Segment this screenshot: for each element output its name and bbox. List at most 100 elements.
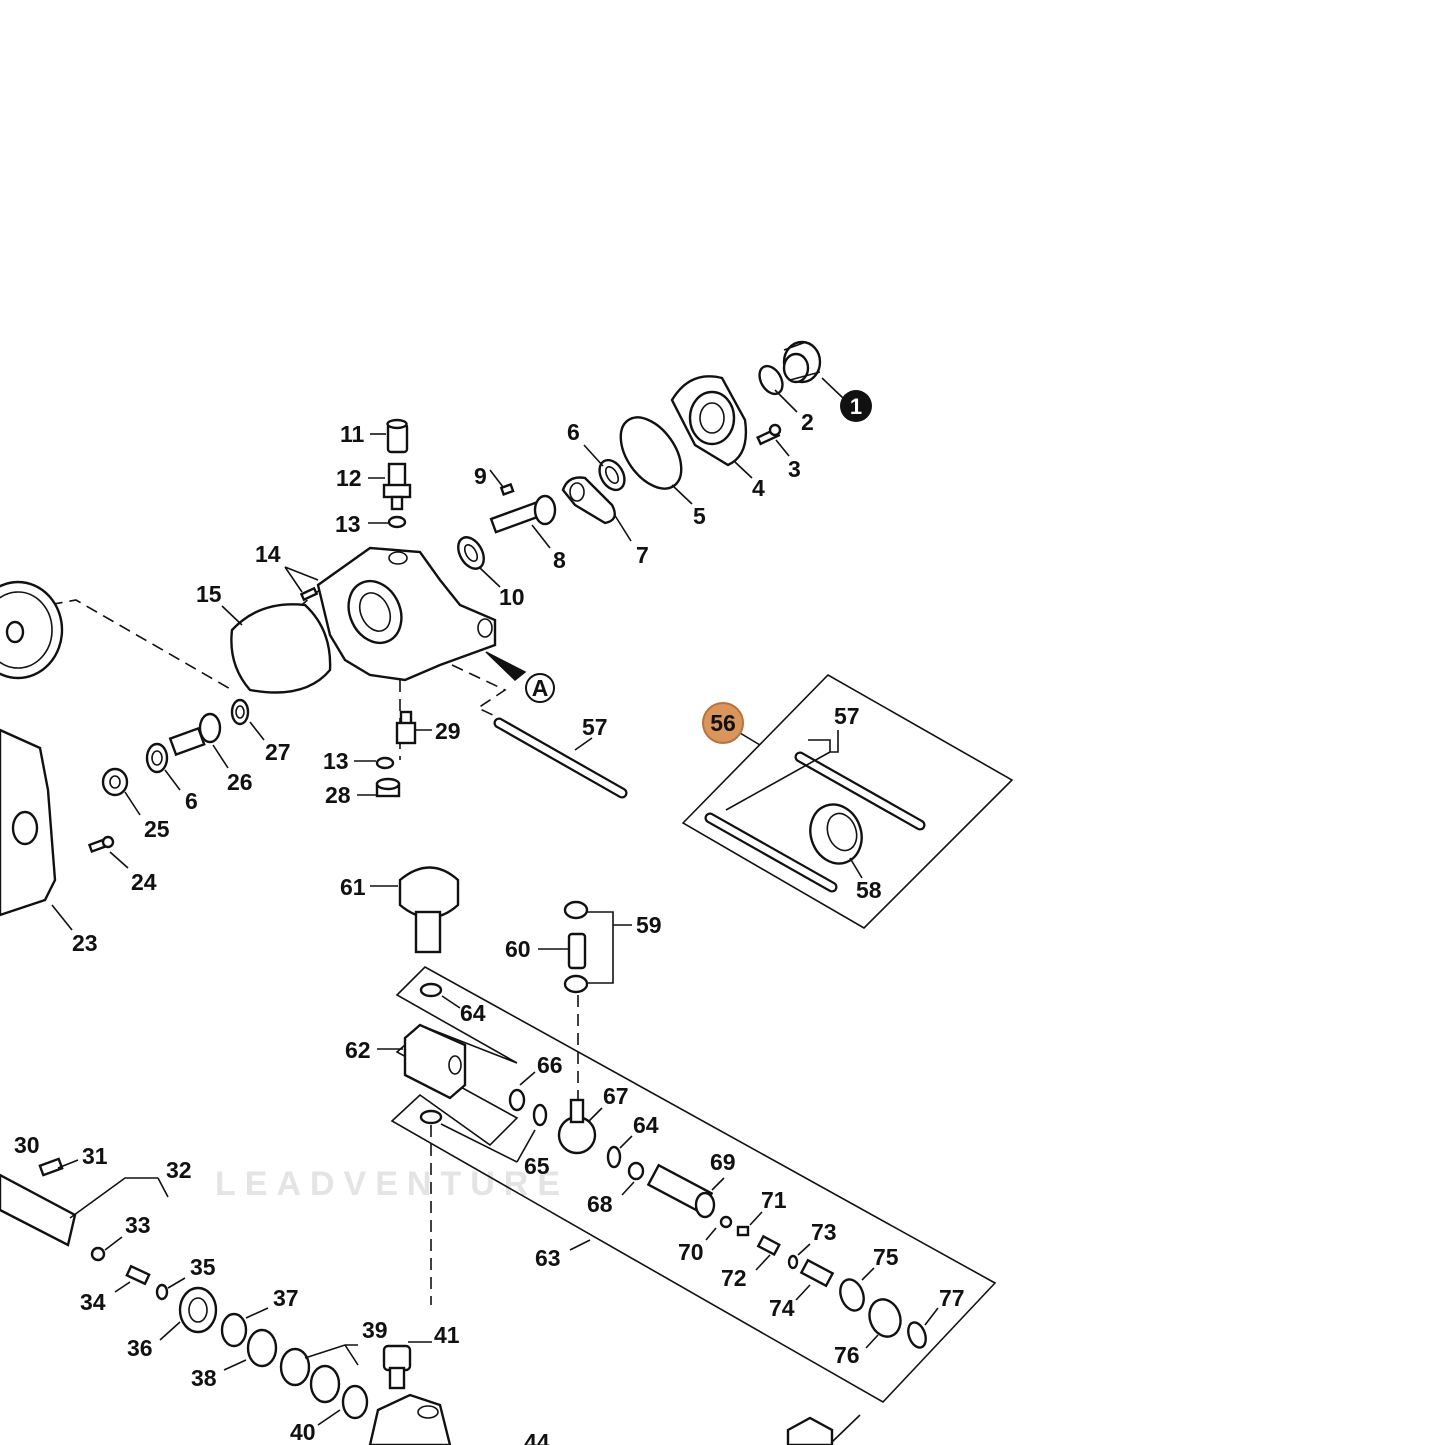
label-28[interactable]: 28 xyxy=(325,782,351,808)
part-31-pin[interactable] xyxy=(38,1157,64,1177)
label-60[interactable]: 60 xyxy=(505,936,531,962)
label-69[interactable]: 69 xyxy=(710,1149,736,1175)
part-13-oring-bottom[interactable] xyxy=(375,756,395,770)
part-62-block[interactable] xyxy=(403,1023,467,1100)
part-14-dowel-pins[interactable] xyxy=(299,586,319,602)
part-68-seal[interactable] xyxy=(627,1161,645,1181)
part-3-screw[interactable] xyxy=(756,423,782,446)
part-23-housing[interactable] xyxy=(0,728,57,917)
callout-1[interactable]: 1 xyxy=(840,390,872,422)
label-27[interactable]: 27 xyxy=(265,739,291,765)
part-2-plug[interactable] xyxy=(782,340,822,384)
label-24[interactable]: 24 xyxy=(131,869,157,895)
part-60-hose[interactable] xyxy=(567,932,587,970)
label-72[interactable]: 72 xyxy=(721,1265,747,1291)
part-67-nipple[interactable] xyxy=(557,1098,597,1155)
label-7[interactable]: 7 xyxy=(636,542,649,568)
label-37[interactable]: 37 xyxy=(273,1285,299,1311)
part-44-manifold[interactable] xyxy=(368,1393,452,1445)
label-8[interactable]: 8 xyxy=(553,547,566,573)
part-76-cap[interactable] xyxy=(864,1295,905,1341)
label-6-upper[interactable]: 6 xyxy=(567,419,580,445)
label-9[interactable]: 9 xyxy=(474,463,487,489)
label-44[interactable]: 44 xyxy=(524,1429,550,1445)
part-70-ball[interactable] xyxy=(719,1215,733,1229)
label-23[interactable]: 23 xyxy=(72,930,98,956)
part-74-piston[interactable] xyxy=(799,1258,835,1288)
label-31[interactable]: 31 xyxy=(82,1143,108,1169)
part-40-oring[interactable] xyxy=(341,1384,369,1420)
label-70[interactable]: 70 xyxy=(678,1239,704,1265)
part-26-pinion[interactable] xyxy=(168,712,222,757)
part-6-bearing[interactable] xyxy=(594,456,629,495)
part-13-oring-top[interactable] xyxy=(387,515,407,529)
label-67[interactable]: 67 xyxy=(603,1083,629,1109)
label-15[interactable]: 15 xyxy=(196,581,222,607)
part-38-ring[interactable] xyxy=(246,1328,278,1368)
label-61[interactable]: 61 xyxy=(340,874,366,900)
part-66-washer[interactable] xyxy=(508,1088,526,1112)
part-27-bearing[interactable] xyxy=(230,698,250,726)
part-36-nut[interactable] xyxy=(178,1286,218,1334)
label-75[interactable]: 75 xyxy=(873,1244,899,1270)
part-75-seal[interactable] xyxy=(836,1276,868,1314)
label-38[interactable]: 38 xyxy=(191,1365,217,1391)
label-34[interactable]: 34 xyxy=(80,1289,106,1315)
part-39-seal-b[interactable] xyxy=(309,1364,341,1404)
part-69-valve[interactable] xyxy=(646,1163,716,1219)
part-bottom-right[interactable] xyxy=(786,1416,834,1445)
part-34-spring[interactable] xyxy=(125,1264,151,1286)
label-10[interactable]: 10 xyxy=(499,584,525,610)
part-72-spring[interactable] xyxy=(756,1234,781,1257)
label-74[interactable]: 74 xyxy=(769,1295,795,1321)
label-35[interactable]: 35 xyxy=(190,1254,216,1280)
label-4[interactable]: 4 xyxy=(752,475,765,501)
kit-56-stud-bolt-upper[interactable] xyxy=(794,751,926,831)
label-26[interactable]: 26 xyxy=(227,769,253,795)
part-2-oring[interactable] xyxy=(755,362,787,398)
part-64-oring-a[interactable] xyxy=(419,982,443,998)
part-10-bearing[interactable] xyxy=(453,533,489,573)
label-11[interactable]: 11 xyxy=(340,421,365,447)
part-25-washer[interactable] xyxy=(101,767,129,797)
label-63[interactable]: 63 xyxy=(535,1245,561,1271)
part-30-plunger[interactable] xyxy=(0,1173,77,1247)
label-13-lower[interactable]: 13 xyxy=(323,748,349,774)
part-61-accumulator[interactable] xyxy=(398,866,460,954)
part-29-bolt[interactable] xyxy=(395,710,417,745)
label-29[interactable]: 29 xyxy=(435,718,461,744)
part-35-ball[interactable] xyxy=(155,1283,169,1301)
part-59-clamp-bottom[interactable] xyxy=(563,974,589,994)
label-66[interactable]: 66 xyxy=(537,1052,563,1078)
label-40[interactable]: 40 xyxy=(290,1419,316,1445)
part-64-oring-b[interactable] xyxy=(606,1145,622,1169)
part-6-washer-lower[interactable] xyxy=(145,742,169,774)
part-57-stud-bolt[interactable] xyxy=(493,717,628,799)
part-77-oring[interactable] xyxy=(905,1320,929,1350)
label-14[interactable]: 14 xyxy=(255,541,281,567)
gear-left[interactable] xyxy=(0,580,64,680)
label-71[interactable]: 71 xyxy=(761,1187,787,1213)
label-32[interactable]: 32 xyxy=(166,1157,192,1183)
label-2[interactable]: 2 xyxy=(801,409,814,435)
part-7-connecting-rod[interactable] xyxy=(561,476,616,525)
part-11-plug[interactable] xyxy=(386,418,409,454)
label-41[interactable]: 41 xyxy=(434,1322,460,1348)
label-58[interactable]: 58 xyxy=(856,877,882,903)
part-73-oring[interactable] xyxy=(787,1254,799,1270)
label-33[interactable]: 33 xyxy=(125,1212,151,1238)
label-64-lower[interactable]: 64 xyxy=(633,1112,659,1138)
part-24-screw[interactable] xyxy=(87,835,115,854)
label-68[interactable]: 68 xyxy=(587,1191,613,1217)
label-57-left[interactable]: 57 xyxy=(582,714,608,740)
callout-56-highlight[interactable]: 56 xyxy=(702,702,744,744)
label-64-upper[interactable]: 64 xyxy=(460,1000,486,1026)
label-6-lower[interactable]: 6 xyxy=(185,788,198,814)
part-15-gasket[interactable] xyxy=(230,603,332,694)
part-4-cover[interactable] xyxy=(670,375,748,467)
part-8-crankshaft[interactable] xyxy=(489,494,557,534)
part-37-seal[interactable] xyxy=(220,1312,248,1348)
label-5[interactable]: 5 xyxy=(693,503,706,529)
label-73[interactable]: 73 xyxy=(811,1219,837,1245)
label-36[interactable]: 36 xyxy=(127,1335,153,1361)
